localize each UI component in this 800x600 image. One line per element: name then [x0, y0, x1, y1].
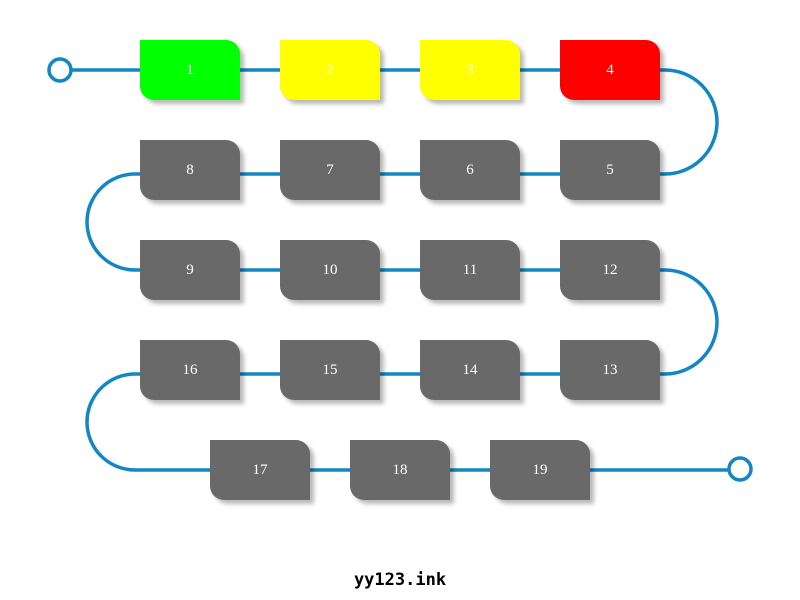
step-label: 13: [602, 361, 618, 378]
step-label: 6: [466, 161, 474, 178]
step-label: 7: [326, 161, 334, 178]
step-18[interactable]: 18: [350, 440, 450, 500]
end-node: [727, 456, 753, 482]
step-label: 9: [186, 261, 194, 278]
step-label: 14: [462, 361, 478, 378]
step-label: 18: [392, 461, 408, 478]
step-label: 19: [532, 461, 548, 478]
step-12[interactable]: 12: [560, 240, 660, 300]
step-6[interactable]: 6: [420, 140, 520, 200]
step-15[interactable]: 15: [280, 340, 380, 400]
step-label: 16: [182, 361, 198, 378]
step-9[interactable]: 9: [140, 240, 240, 300]
step-label: 11: [462, 261, 478, 278]
step-2[interactable]: 2: [280, 40, 380, 100]
watermark-text: yy123.ink: [353, 570, 447, 590]
step-4[interactable]: 4: [560, 40, 660, 100]
step-label: 5: [606, 161, 614, 178]
step-label: 2: [326, 61, 334, 78]
step-16[interactable]: 16: [140, 340, 240, 400]
step-label: 10: [322, 261, 338, 278]
track-line: [70, 68, 730, 472]
step-13[interactable]: 13: [560, 340, 660, 400]
step-label: 3: [466, 61, 474, 78]
step-7[interactable]: 7: [280, 140, 380, 200]
step-label: 17: [252, 461, 268, 478]
step-17[interactable]: 17: [210, 440, 310, 500]
step-14[interactable]: 14: [420, 340, 520, 400]
step-5[interactable]: 5: [560, 140, 660, 200]
step-label: 8: [186, 161, 194, 178]
step-1[interactable]: 1: [140, 40, 240, 100]
step-3[interactable]: 3: [420, 40, 520, 100]
step-11[interactable]: 11: [420, 240, 520, 300]
step-label: 4: [606, 61, 614, 78]
step-label: 12: [602, 261, 618, 278]
step-8[interactable]: 8: [140, 140, 240, 200]
step-label: 15: [322, 361, 338, 378]
step-19[interactable]: 19: [490, 440, 590, 500]
step-label: 1: [186, 61, 194, 78]
step-10[interactable]: 10: [280, 240, 380, 300]
start-node: [47, 57, 73, 83]
